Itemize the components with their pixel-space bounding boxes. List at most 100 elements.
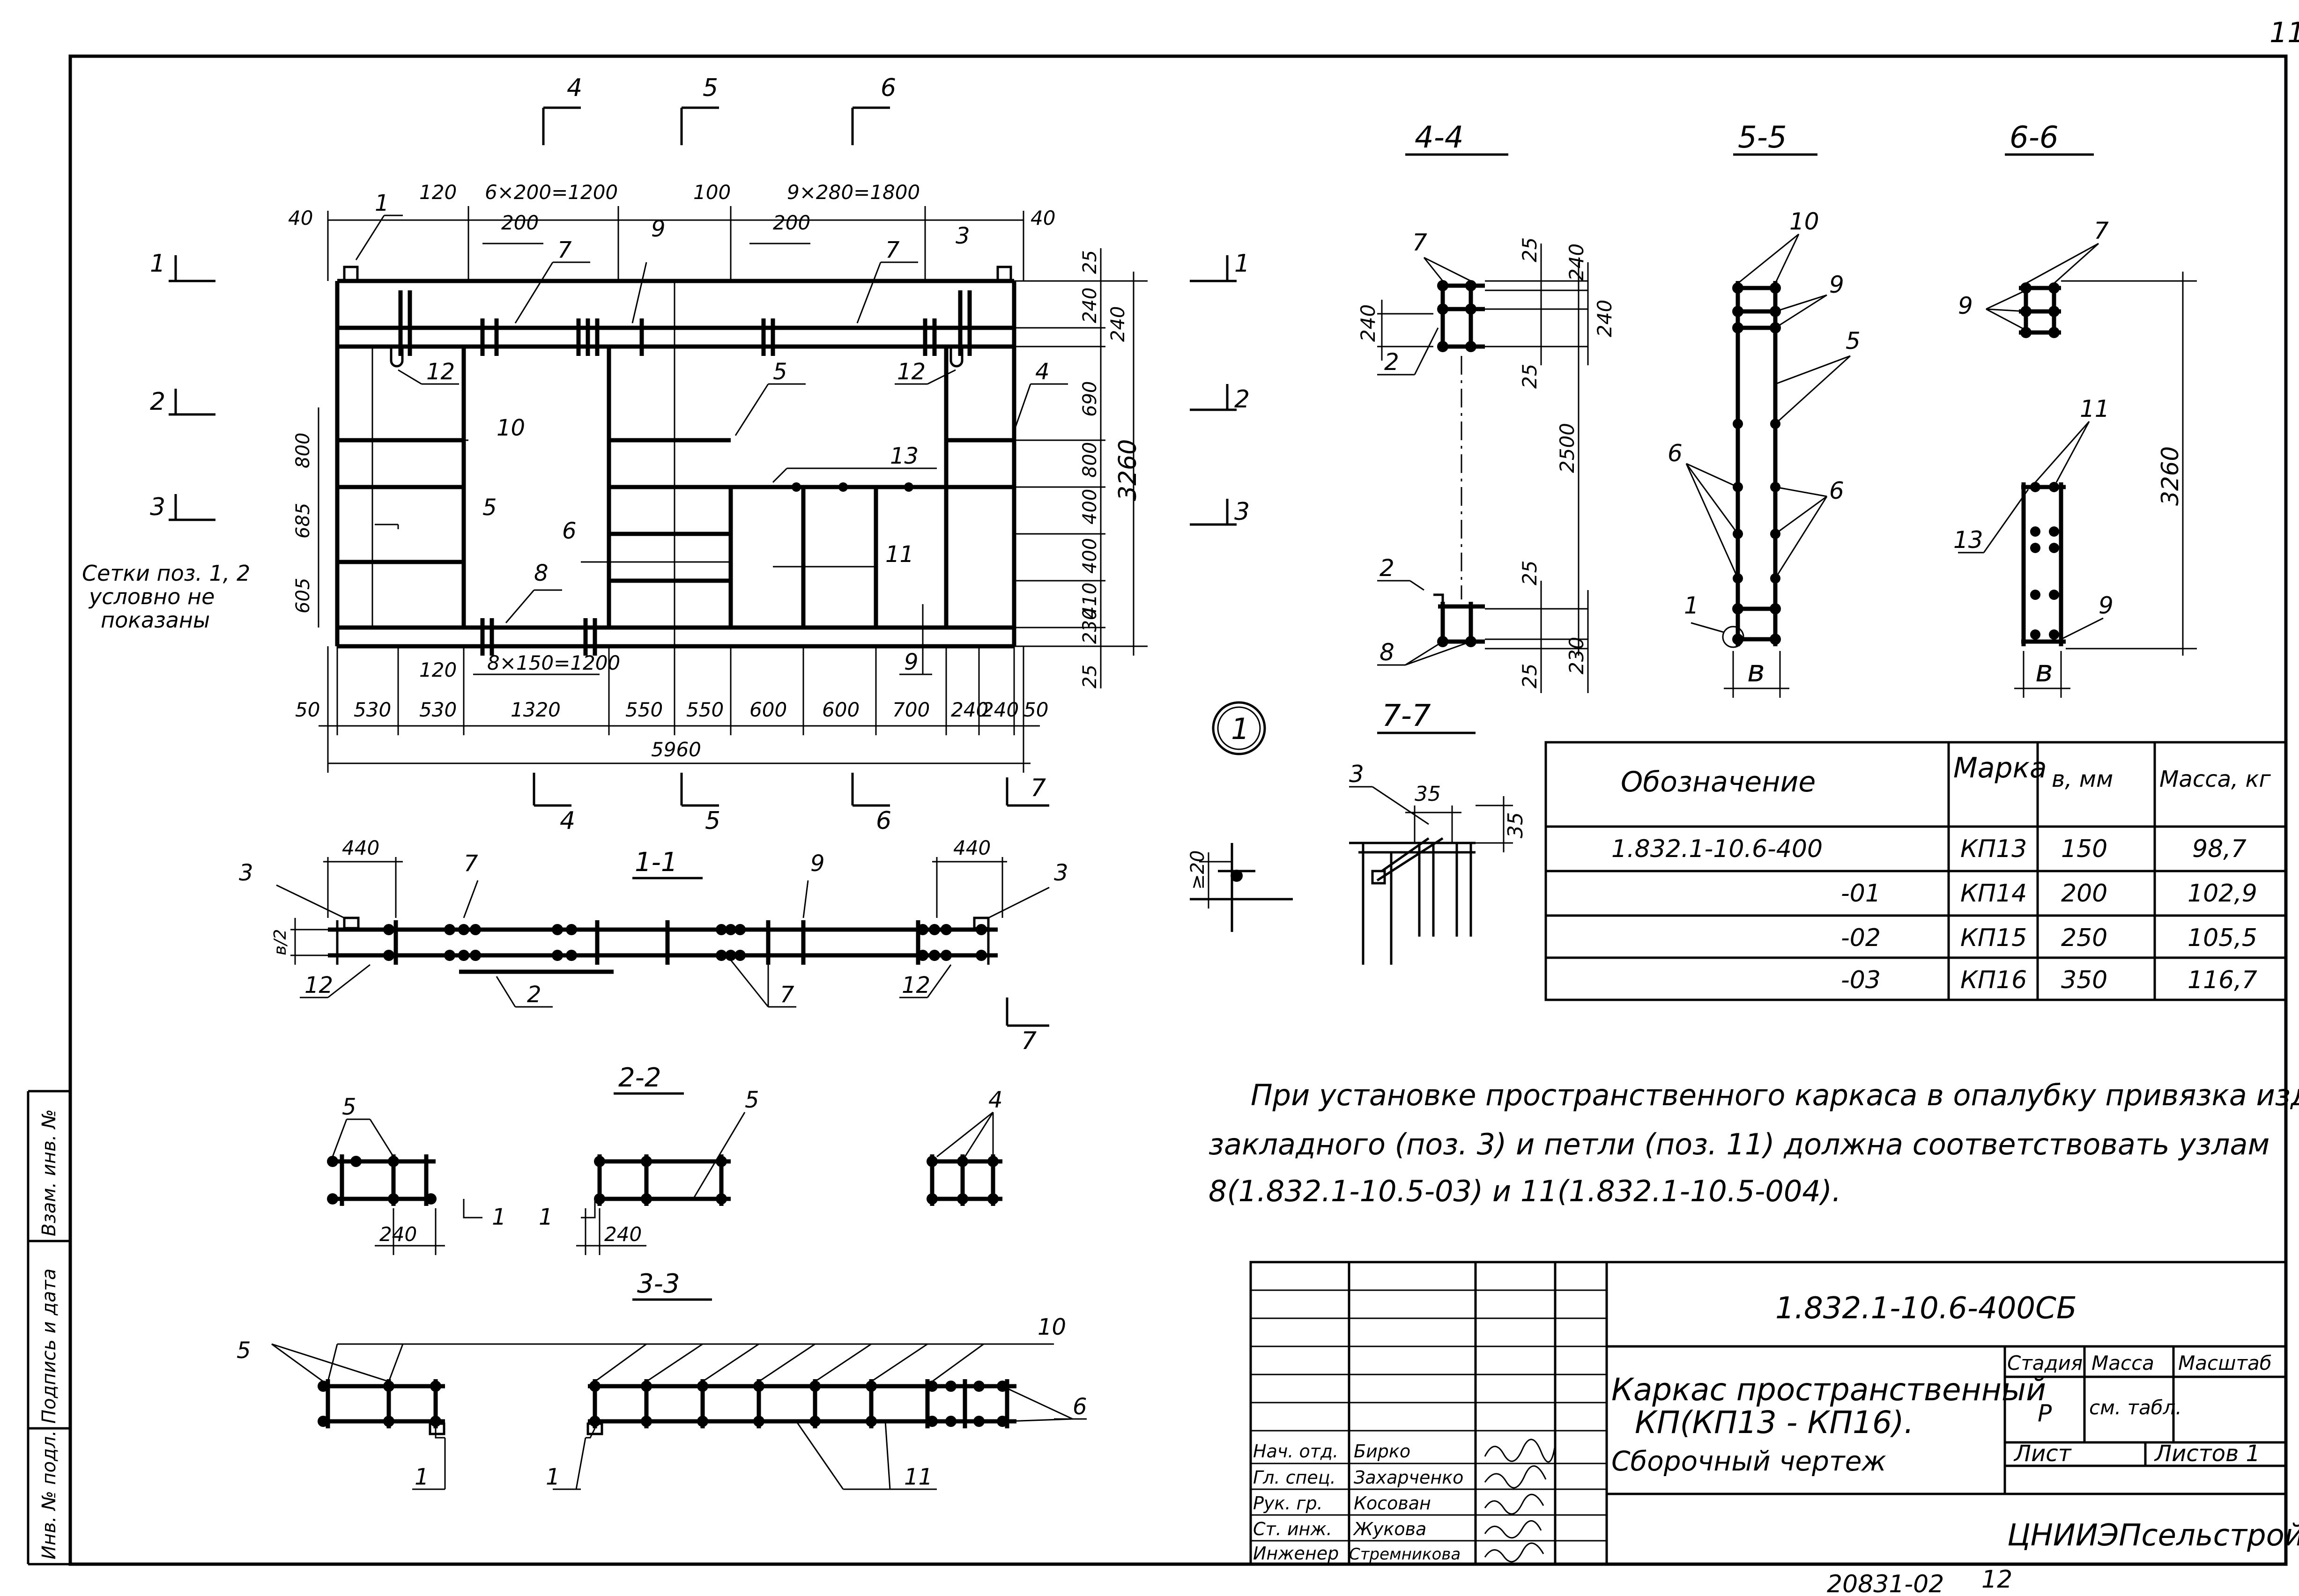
section-6-6: 6-6 3260 [1953, 120, 2197, 698]
s11-dim: 440 [342, 836, 379, 859]
plan-callout: 6 [562, 518, 577, 544]
plan-dim-bottom: 550 [625, 698, 663, 721]
section-mark: 3 [1234, 498, 1250, 526]
plan-callout: 12 [897, 359, 926, 385]
plan-dim-top: 6×200=1200 [485, 181, 618, 204]
section-3-3: 3-3 [237, 1269, 1087, 1490]
s44-dim: 25 [1518, 561, 1541, 585]
detail-marker [1212, 701, 1266, 755]
plan-callout: 9 [651, 216, 666, 242]
s22-callout: 4 [988, 1087, 1003, 1113]
title-block: 1.832.1-10.6-400СБ Каркас пространственн… [1249, 1261, 2299, 1566]
s22-dim: 240 [379, 1223, 417, 1246]
section-1-1: 1-1 [239, 836, 1068, 1008]
table-header: Масса, кг [2159, 766, 2271, 792]
plan-inner-dim: 8×150=1200 [487, 651, 620, 674]
plan-dim-right: 230 [1079, 608, 1101, 644]
section-title: 5-5 [1738, 120, 1787, 155]
signer-name: Стремникова [1349, 1545, 1461, 1564]
drawing-title-line: КП(КП13 - КП16). [1635, 1404, 1914, 1441]
plan-callout: 8 [534, 560, 549, 586]
s77-callout: 3 [1349, 761, 1364, 788]
s66-callout: 7 [2094, 217, 2109, 244]
section-title: 3-3 [637, 1269, 680, 1299]
section-mark: 1 [1234, 250, 1250, 278]
signer-role: Гл. спец. [1253, 1467, 1336, 1488]
plan-callout: 5 [482, 495, 497, 521]
note-line: 8(1.832.1-10.5-03) и 11(1.832.1-10.5-004… [1209, 1174, 1841, 1208]
plan-dim-top: 40 [1031, 207, 1055, 229]
s66-callout: 9 [1958, 292, 1973, 319]
side-stamp-3: Взам. инв. № [38, 1109, 60, 1236]
side-stamp-1: Инв. № подл. [38, 1430, 60, 1559]
table-header: в, мм [2052, 766, 2113, 792]
table-cell: 150 [2061, 835, 2107, 863]
signature-marks [1484, 1439, 1556, 1563]
table-cell: 105,5 [2188, 924, 2257, 952]
plan-dim-right: 25 [1079, 665, 1101, 688]
section-mark: 5 [705, 807, 720, 835]
s22-callout: 1 [492, 1204, 506, 1230]
s33-callout: 6 [1073, 1394, 1087, 1420]
s11-callout: 2 [527, 982, 541, 1008]
plan-dim-left: 605 [292, 578, 314, 613]
plan-dim-right: 25 [1079, 250, 1101, 274]
plan-dim-bottom: 50 [1023, 698, 1048, 721]
s44-dim: 25 [1518, 237, 1541, 262]
plan-callout: 13 [890, 443, 919, 469]
plan-dim-right: 690 [1079, 381, 1101, 417]
installation-note: При установке пространственного каркаса … [1209, 1078, 2299, 1208]
section-mark: 1 [150, 250, 165, 278]
plan-note-line: условно не [88, 584, 215, 609]
plan-overall-width: 5960 [651, 738, 701, 761]
doc-code: 1.832.1-10.6-400СБ [1775, 1291, 2077, 1326]
signer-name: Бирко [1354, 1441, 1410, 1462]
section-5-5: 5-5 10 [1668, 120, 1861, 698]
s22-dim: 240 [604, 1223, 642, 1246]
plan-dim-right: 400 [1079, 489, 1101, 525]
plan-dim-right: 240 [1079, 288, 1101, 323]
section-title: 1-1 [635, 847, 677, 878]
mass-value: см. табл. [2089, 1396, 2182, 1419]
s11-dim: 440 [953, 836, 991, 859]
plan-overall-height: 3260 [1114, 439, 1142, 501]
plan-note-line: показаны [101, 607, 210, 633]
plan-callout: 10 [497, 415, 525, 441]
note-line: закладного (поз. 3) и петли (поз. 11) до… [1209, 1127, 2269, 1161]
section-title: 7-7 [1382, 699, 1431, 733]
plan-dim-bottom: 240 [951, 698, 988, 721]
table-cell: КП15 [1960, 924, 2027, 952]
table-header: Марка [1953, 752, 2047, 784]
plan-dim-right: 410 [1079, 583, 1101, 618]
s11-callout: 12 [902, 972, 930, 998]
plan-callout: 4 [1035, 359, 1050, 385]
signer-name: Захарченко [1354, 1467, 1463, 1488]
plan-callout: 11 [885, 541, 914, 568]
plan-note-line: Сетки поз. 1, 2 [82, 561, 250, 586]
plan-dim-right: 240 [1107, 306, 1129, 342]
table-cell: 102,9 [2188, 879, 2257, 908]
s33-callout: 11 [904, 1464, 933, 1490]
plan-dim-top: 100 [693, 181, 731, 204]
s33-callout: 1 [415, 1464, 429, 1490]
spec-table: Обозначение Марка в, мм Масса, кг 1.832.… [1544, 741, 2287, 1001]
drawing-title-line: Сборочный чертеж [1611, 1445, 1886, 1477]
s44-dim: 25 [1518, 364, 1541, 389]
drawing-title-line: Каркас пространственный [1611, 1372, 2046, 1408]
sheets-label: Листов 1 [2154, 1441, 2260, 1467]
s44-dim: 2500 [1556, 423, 1579, 473]
s44-left-dim: 240 [1357, 304, 1379, 342]
section-mark: 5 [703, 74, 718, 102]
s55-callout: 10 [1789, 208, 1819, 235]
section-mark: 2 [150, 388, 165, 416]
table-cell: -01 [1841, 879, 1881, 908]
plan-dim-top: 9×280=1800 [787, 181, 920, 204]
table-cell: 1.832.1-10.6-400 [1611, 835, 1823, 863]
organization: ЦНИИЭПсельстрой [2007, 1518, 2299, 1553]
plan-dim-bottom: 1320 [511, 698, 561, 721]
table-cell: КП13 [1960, 835, 2027, 863]
plan-dim-top: 120 [419, 181, 457, 204]
s55-callout: 9 [1829, 271, 1844, 298]
section-mark: 6 [881, 74, 896, 102]
